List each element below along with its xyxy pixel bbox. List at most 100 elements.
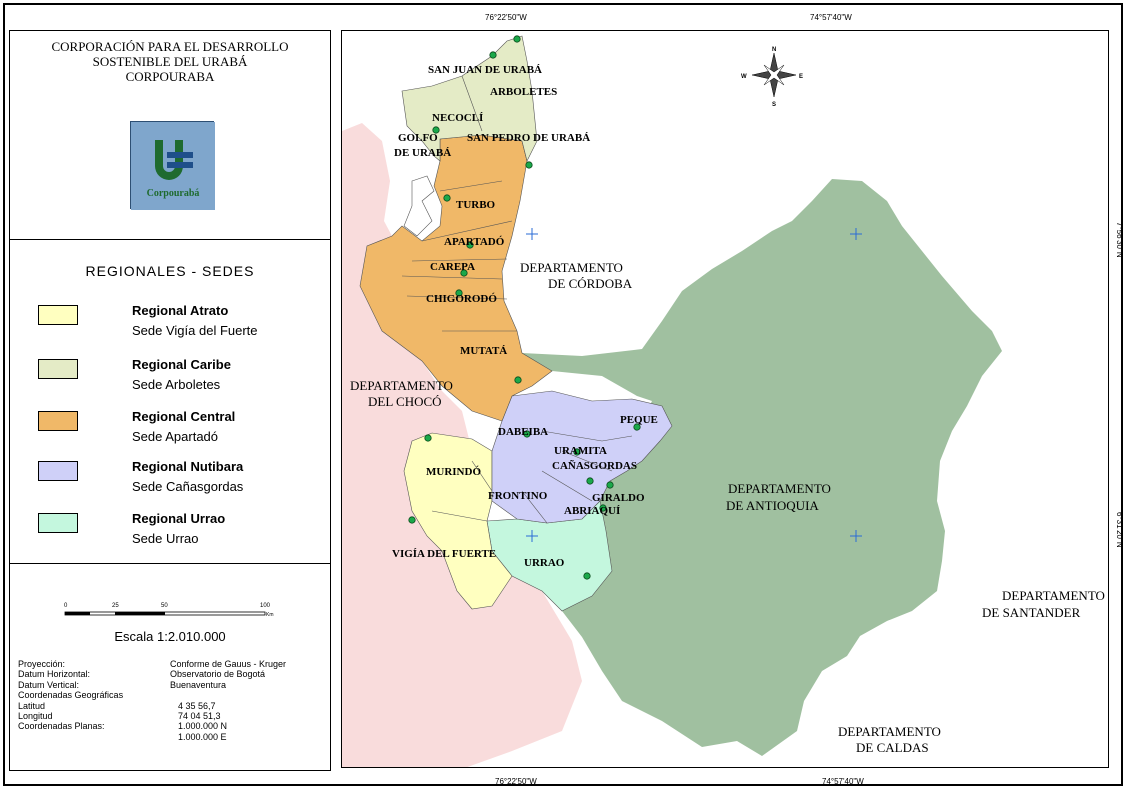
legend-name: Regional Atrato	[132, 303, 229, 318]
label-apartado: APARTADÓ	[444, 236, 505, 248]
label-golfo-2: DE URABÁ	[394, 147, 451, 159]
meta-value: 4 35 56,7	[178, 700, 216, 711]
title-line-1: CORPORACIÓN PARA EL DESARROLLO	[51, 39, 289, 54]
town-marker	[466, 241, 474, 249]
legend-swatch	[38, 513, 78, 533]
scale-unit: Km	[266, 612, 274, 618]
legend-sede: Sede Arboletes	[132, 377, 221, 392]
scale-tick-25: 25	[112, 603, 119, 609]
town-marker	[424, 434, 432, 442]
town-marker	[523, 430, 531, 438]
meta-value: 1.000.000 N	[178, 721, 228, 732]
legend-sede: Sede Urrao	[132, 531, 199, 546]
dept-choco-1: DEPARTAMENTO	[350, 378, 453, 393]
legend-item-nutibara: Regional Nutibara Sede Cañasgordas	[36, 459, 326, 507]
legend-name: Regional Nutibara	[132, 459, 244, 474]
meta-key: Latitud	[18, 700, 46, 711]
legend-item-caribe: Regional Caribe Sede Arboletes	[36, 357, 326, 405]
antioquia-region	[522, 179, 1002, 756]
grid-label-bottom-2: 74°57'40"W	[822, 777, 864, 786]
label-golfo: GOLFO	[398, 132, 438, 144]
meta-value: 1.000.000 E	[178, 731, 227, 742]
legend-title: REGIONALES - SEDES	[85, 263, 255, 279]
label-necocli: NECOCLÍ	[432, 112, 483, 124]
dept-caldas-1: DEPARTAMENTO	[838, 724, 941, 739]
atrato-region	[403, 432, 513, 610]
legend-swatch	[38, 359, 78, 379]
meta-key: Coordenadas Geográficas	[18, 690, 124, 701]
scale-text: Escala 1:2.010.000	[114, 629, 226, 644]
label-mutata: MUTATÁ	[460, 345, 507, 357]
town-marker	[455, 289, 463, 297]
municipality-labels: SAN JUAN DE URABÁ ARBOLETES NECOCLÍ GOLF…	[392, 64, 658, 569]
map-area: N S E W SAN JUAN D	[341, 30, 1109, 768]
town-marker	[513, 35, 521, 43]
meta-value: 74 04 51,3	[178, 710, 221, 721]
legend-item-urrao: Regional Urrao Sede Urrao	[36, 511, 326, 559]
legend-sede: Sede Apartadó	[132, 429, 219, 444]
meta-key: Datum Vertical:	[18, 679, 80, 690]
label-frontino: FRONTINO	[488, 490, 548, 502]
town-marker	[599, 504, 607, 512]
meta-row: Coordenadas Planas: 1.000.000 N	[18, 721, 318, 731]
town-marker	[443, 194, 451, 202]
scale-bar: 0 25 50 100 Km	[64, 603, 274, 618]
corpouraba-logo: Corpourabá	[130, 121, 215, 210]
grid-label-top-1: 76°22'50"W	[485, 13, 527, 22]
legend-name: Regional Central	[132, 409, 236, 424]
meta-row: Datum Vertical: Buenaventura	[18, 680, 318, 690]
meta-key: Proyección:	[18, 659, 66, 669]
town-marker	[432, 126, 440, 134]
label-urrao: URRAO	[524, 557, 565, 569]
label-uramita: URAMITA	[554, 445, 607, 457]
sede-markers	[408, 35, 641, 580]
meta-value: Buenaventura	[170, 679, 227, 690]
legend-panel: CORPORACIÓN PARA EL DESARROLLO SOSTENIBL…	[9, 30, 331, 771]
meta-row: Coordenadas Geográficas	[18, 690, 318, 700]
title-line-3: CORPOURABA	[125, 69, 215, 84]
compass-n: N	[772, 47, 776, 53]
legend-swatch	[38, 461, 78, 481]
town-marker	[633, 423, 641, 431]
label-giraldo: GIRALDO	[592, 492, 645, 504]
municipal-boundaries	[401, 75, 633, 524]
grid-label-bottom-1: 76°22'50"W	[495, 777, 537, 786]
logo-graphic: Corpourabá	[131, 122, 215, 210]
label-san-pedro: SAN PEDRO DE URABÁ	[467, 132, 590, 144]
label-murindo: MURINDÓ	[426, 466, 481, 478]
grid-label-top-2: 74°57'40"W	[810, 13, 852, 22]
meta-row: Datum Horizontal:Observatorio de Bogotá	[18, 669, 318, 679]
label-vigia: VIGÍA DEL FUERTE	[392, 548, 496, 560]
compass-s: S	[772, 102, 776, 108]
grid-label-right-2: 6°31'20"N	[1115, 512, 1124, 548]
scale-tick-0: 0	[64, 603, 68, 609]
label-san-juan: SAN JUAN DE URABÁ	[428, 64, 542, 76]
golfo-de-uraba	[403, 175, 435, 237]
meta-key: Coordenadas Planas:	[18, 721, 105, 732]
meta-key: Datum Horizontal:	[18, 669, 91, 680]
projection-info: Proyección:Conforme de Gauus - Kruger Da…	[18, 659, 318, 742]
dept-cordoba-2: DE CÓRDOBA	[548, 276, 633, 291]
divider	[10, 563, 330, 564]
organization-title: CORPORACIÓN PARA EL DESARROLLO SOSTENIBL…	[10, 39, 330, 84]
map-svg: N S E W SAN JUAN D	[342, 35, 1105, 767]
legend-name: Regional Urrao	[132, 511, 226, 526]
town-marker	[408, 516, 416, 524]
dept-antioquia-2: DE ANTIOQUIA	[726, 498, 819, 513]
compass-rose-icon: N S E W	[741, 47, 803, 108]
scale-tick-50: 50	[161, 603, 168, 609]
label-chigorodo: CHIGORODÓ	[426, 293, 497, 305]
map-frame	[3, 3, 1123, 786]
label-carepa: CAREPA	[430, 261, 475, 273]
label-peque: PEQUE	[620, 414, 658, 426]
town-marker	[514, 376, 522, 384]
town-marker	[573, 448, 581, 456]
dept-caldas-2: DE CALDAS	[856, 740, 929, 755]
dept-santander-1: DEPARTAMENTO	[1002, 588, 1105, 603]
divider	[10, 239, 330, 240]
grid-crosses	[526, 228, 862, 542]
dept-antioquia-1: DEPARTAMENTO	[728, 481, 831, 496]
label-turbo: TURBO	[456, 199, 496, 211]
legend-swatch	[38, 305, 78, 325]
